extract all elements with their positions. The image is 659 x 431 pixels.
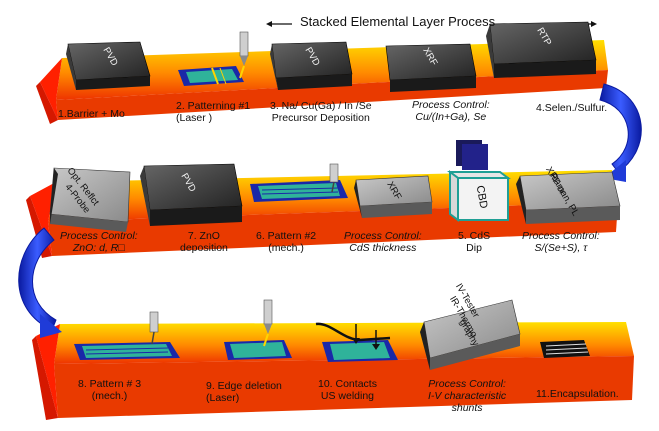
encapsulation-module [540,340,590,358]
pvd-chamber-1 [66,41,151,90]
step-process-control-cds: Process Control:CdS thickness [344,230,422,254]
step-process-control-zno: Process Control:ZnO: d, R□ [60,230,138,254]
diagram-title: Stacked Elemental Layer Process [300,14,496,29]
mech-scriber-3 [149,311,159,345]
conveyor-belt-row3 [32,322,634,420]
step-selen: 4.Selen./Sulfur. [536,102,608,114]
step-encapsulation: 11.Encapsulation. [536,388,619,400]
xrf-station-2 [354,175,433,218]
pvd-chamber-zno [140,163,243,226]
curved-arrow-right [599,83,642,182]
step-pattern1: 2. Patterning #1(Laser ) [176,100,251,124]
raman-pl-station [516,171,621,224]
substrate-pattern-2 [250,180,348,202]
substrate-patterning-1 [178,66,244,86]
substrate-edge-deletion [224,340,292,360]
contacts-welding [315,322,398,362]
iv-tester-station [420,299,521,370]
pvd-chamber-2 [270,41,353,90]
step-process-control-cu: Process Control:Cu/(In+Ga), Se [412,99,490,123]
step-process-control-s: Process Control:S/(Se+S), τ [522,230,600,254]
rtp-chamber [486,21,597,78]
substrate-pattern-3 [74,342,180,360]
step-pattern2: 6. Pattern #2(mech.) [256,230,317,254]
step-edge-deletion: 9. Edge deletion(Laser) [206,380,282,404]
mech-scriber-2 [329,163,339,193]
laser-head-1 [239,31,249,79]
curved-arrow-left [18,227,62,338]
cbd-bath [447,140,511,222]
opt-4probe-station [49,167,131,232]
step-pattern3: 8. Pattern # 3(mech.) [78,378,142,402]
step-barrier: 1.Barrier + Mo [58,108,125,120]
laser-head-edge [263,299,273,347]
xrf-station-1 [385,43,477,92]
